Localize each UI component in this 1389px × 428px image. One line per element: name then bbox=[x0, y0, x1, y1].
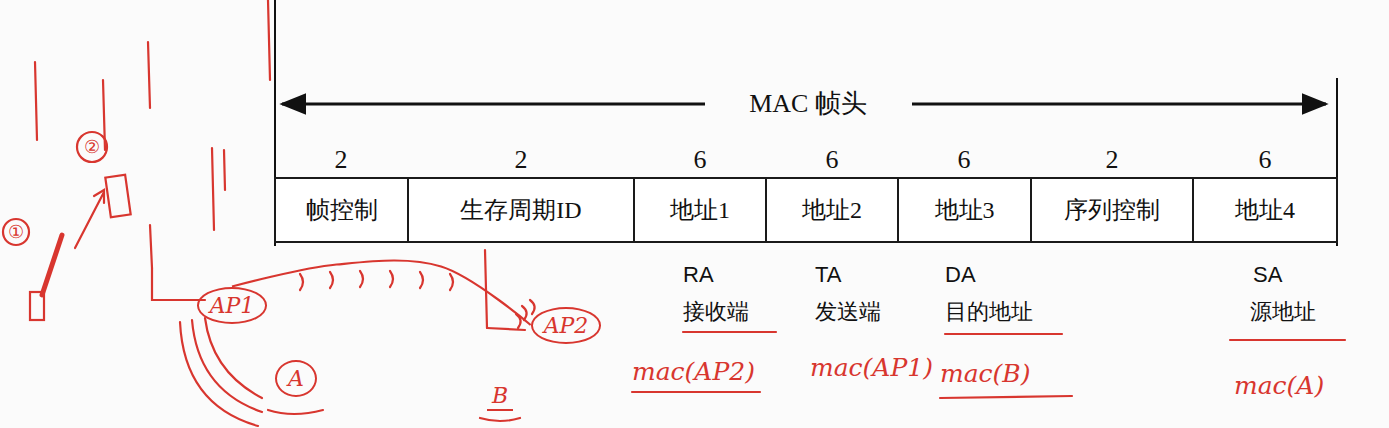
node-text: 地址1 bbox=[670, 194, 730, 226]
address-role: RA bbox=[683, 262, 714, 287]
callout-number: ② bbox=[84, 137, 100, 158]
handwritten-note: mac(AP2) bbox=[632, 358, 755, 387]
header-field: 地址3 bbox=[897, 177, 1032, 243]
address-role: 发送端 bbox=[815, 299, 881, 324]
field-size: 6 bbox=[958, 145, 971, 175]
node-text: B bbox=[492, 383, 508, 408]
callout-number: ① bbox=[8, 222, 24, 243]
node-text: 地址2 bbox=[802, 194, 862, 226]
node-text: 地址4 bbox=[1235, 194, 1295, 226]
header-title: MAC 帧头 bbox=[745, 89, 871, 119]
address-role: DA bbox=[945, 262, 976, 287]
node-text: AP2 bbox=[544, 313, 589, 338]
address-role: 源地址 bbox=[1250, 299, 1316, 324]
span-arrow bbox=[912, 103, 1326, 106]
address-role: 目的地址 bbox=[945, 299, 1033, 324]
station-circle: A bbox=[275, 360, 317, 397]
header-field: 地址4 bbox=[1192, 177, 1338, 243]
field-size: 6 bbox=[826, 145, 839, 175]
handwritten-note: mac(B) bbox=[940, 360, 1031, 389]
hand-sketch bbox=[3, 0, 1345, 426]
header-field: 地址2 bbox=[765, 177, 899, 243]
node-text: 地址3 bbox=[935, 194, 995, 226]
wireless-link bbox=[232, 261, 531, 325]
address-role: TA bbox=[815, 262, 841, 287]
handwritten-note: mac(A) bbox=[1234, 372, 1324, 401]
field-size: 6 bbox=[1259, 145, 1272, 175]
span-arrow bbox=[282, 103, 705, 106]
header-field: 地址1 bbox=[633, 177, 767, 243]
header-field: 帧控制 bbox=[274, 177, 409, 243]
node-text: 生存周期ID bbox=[460, 194, 581, 226]
handwritten-note: mac(AP1) bbox=[810, 354, 933, 383]
station-circle: AP2 bbox=[531, 307, 602, 344]
field-size: 6 bbox=[694, 145, 707, 175]
address-role: 接收端 bbox=[683, 299, 749, 324]
field-size: 2 bbox=[1106, 145, 1119, 175]
node-text: 帧控制 bbox=[306, 194, 378, 226]
field-size: 2 bbox=[335, 145, 348, 175]
station-circle: B bbox=[487, 382, 513, 411]
node-text: 序列控制 bbox=[1064, 194, 1160, 226]
header-field: 生存周期ID bbox=[407, 177, 635, 243]
address-role: SA bbox=[1253, 262, 1282, 287]
station-circle: AP1 bbox=[197, 287, 268, 324]
node-text: A bbox=[288, 366, 304, 391]
header-field: 序列控制 bbox=[1030, 177, 1194, 243]
field-size: 2 bbox=[515, 145, 528, 175]
node-text: AP1 bbox=[210, 293, 255, 318]
